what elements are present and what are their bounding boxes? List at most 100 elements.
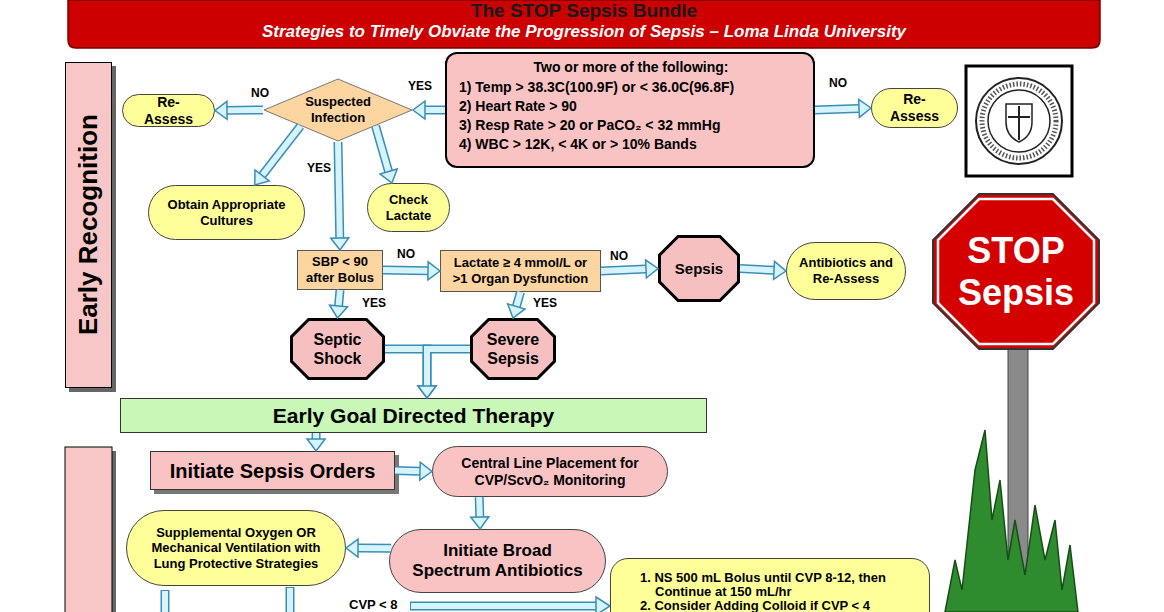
arrow-outline (395, 466, 420, 476)
arrow-outline (312, 433, 321, 439)
arrow-outline (262, 126, 300, 176)
criteria-box: Two or more of the following:1) Temp > 3… (445, 52, 815, 168)
seal-ring (988, 90, 1050, 152)
arrow-outline (383, 266, 428, 276)
reassess-pill: Re-Assess (871, 88, 958, 128)
edge-note: CVP < 8 (349, 597, 398, 612)
arrow-outline (815, 108, 859, 110)
edge-label: YES (307, 161, 331, 175)
arrow-head (215, 101, 227, 119)
arrow-outline (425, 106, 445, 115)
stage-octagon: Septic Shock (290, 318, 385, 380)
flow-arrow (471, 497, 489, 529)
arrow-head (428, 262, 440, 280)
node-body-text: 2) Heart Rate > 90 (459, 97, 577, 116)
node-body-text: 1) Temp > 38.3C(100.9F) or < 36.0C(96.8F… (459, 78, 734, 97)
arrow-body (425, 107, 445, 113)
title-banner (68, 0, 1100, 48)
arrow-body (227, 107, 263, 113)
node-text: SBP < 90 after Bolus (302, 254, 378, 285)
node-body-text: 4) WBC > 12K, < 4K or > 10% Bands (459, 135, 697, 154)
arrow-head (646, 260, 658, 278)
stage-octagon: Severe Sepsis (470, 318, 556, 380)
flow-arrow (376, 126, 398, 183)
decision-box: SBP < 90 after Bolus (297, 250, 383, 290)
flow-arrow-stub (165, 590, 166, 612)
edge-label: NO (610, 249, 628, 263)
arrow-head (418, 386, 436, 398)
arrow-outline (338, 142, 340, 238)
arrow-outline (516, 292, 520, 306)
therapy-band: Early Goal Directed Therapy (120, 398, 707, 433)
node-text: 1. NS 500 mL Bolus until CVP 8-12, then … (655, 571, 919, 599)
node-text: Check Lactate (374, 192, 443, 223)
action-pill: Central Line Placement for CVP/ScvO₂ Mon… (432, 446, 668, 497)
arrow-head (331, 238, 349, 250)
node-body-text: 3) Resp Rate > 20 or PaCO₂ < 32 mmHg (459, 116, 720, 135)
edge-label: NO (829, 76, 847, 90)
node-text: Obtain Appropriate Cultures (159, 197, 294, 228)
seal-cross (1008, 106, 1030, 140)
arrow-outline (227, 106, 263, 115)
fluid-box: 1. NS 500 mL Bolus until CVP 8-12, then … (610, 558, 930, 612)
action-pill: Obtain Appropriate Cultures (148, 185, 305, 240)
arrow-outline (427, 349, 470, 386)
node-text: Central Line Placement for CVP/ScvO₂ Mon… (447, 455, 653, 489)
flow-arrow (215, 101, 263, 119)
decision-box: Lactate ≥ 4 mmol/L or >1 Organ Dysfuncti… (440, 250, 601, 292)
arrow-body (262, 126, 300, 176)
arrow-body (339, 290, 340, 306)
flow-arrow (383, 262, 440, 280)
grass (945, 430, 1078, 612)
side-band (65, 447, 112, 612)
flow-arrow-stub (410, 597, 610, 612)
node-text: Re-Assess (882, 91, 947, 125)
action-pill: Check Lactate (367, 183, 450, 232)
node-text: Sepsis (675, 260, 723, 278)
node-text: Two or more of the following: (534, 58, 729, 77)
arrow-body (313, 433, 319, 439)
arrow-body (385, 349, 427, 386)
flow-arrow (601, 260, 658, 278)
arrow-outline (740, 269, 774, 271)
node-text: Early Goal Directed Therapy (273, 403, 554, 428)
flow-arrow (413, 101, 445, 119)
decision-diamond: Suspected Infection (263, 78, 413, 142)
arrow-outline (601, 269, 646, 271)
flow-arrow (508, 292, 525, 318)
seal-lettering (982, 84, 1056, 158)
flow-arrow-stub (290, 587, 291, 612)
octagon-shape (292, 320, 384, 379)
octagon-shape (933, 194, 1099, 349)
arrow-head (380, 169, 397, 183)
octagon-shape (660, 237, 739, 301)
flow-arrow (418, 349, 470, 398)
flow-arrow (385, 349, 436, 398)
title: The STOP Sepsis Bundle (471, 0, 697, 21)
flow-arrow (815, 99, 871, 117)
arrow-body (476, 497, 483, 517)
octagon-outline (290, 318, 385, 380)
node-text: Re-Assess (133, 94, 204, 128)
edge-label: YES (408, 79, 432, 93)
arrow-body (601, 269, 646, 271)
arrow-body (427, 349, 470, 386)
arrow-outline (376, 126, 389, 171)
action-pill: Initiate Broad Spectrum Antibiotics (389, 529, 606, 593)
flow-arrow (346, 539, 391, 557)
arrow-head (307, 439, 325, 451)
arrow-body (516, 292, 520, 306)
arrow-head (255, 170, 269, 185)
reassess-pill: Re-Assess (122, 94, 215, 127)
arrow-outline (385, 349, 427, 386)
arrow-outline (475, 497, 485, 517)
node-text: STOP Sepsis (932, 230, 1100, 313)
action-pill: Supplemental Oxygen OR Mechanical Ventil… (126, 510, 346, 586)
orders-box: Initiate Sepsis Orders (150, 451, 395, 490)
arrow-head (413, 101, 425, 119)
flow-arrow (307, 433, 325, 451)
logo-frame (966, 66, 1072, 176)
node-text: Antibiotics and Re-Assess (795, 255, 897, 286)
subtitle: Strategies to Timely Obviate the Progres… (262, 22, 906, 42)
arrow-body (376, 126, 389, 171)
